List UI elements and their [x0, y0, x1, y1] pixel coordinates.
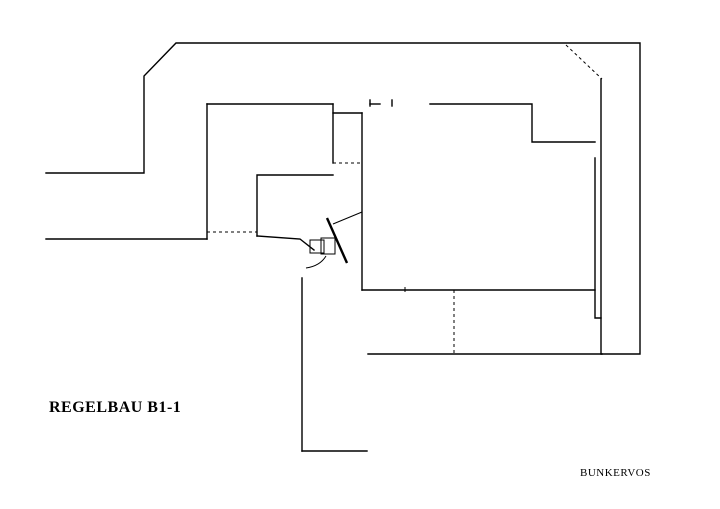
- top-passage: [369, 99, 596, 143]
- left-room: [206, 103, 363, 291]
- plan-title: REGELBAU B1-1: [49, 399, 182, 416]
- lower-right-room: [361, 287, 603, 355]
- source-credit: BUNKERVOS: [580, 467, 651, 479]
- inner-right-wall: [594, 78, 602, 355]
- embrasure-detail: [256, 211, 363, 269]
- outer-wall: [45, 42, 641, 355]
- lower-corridor: [301, 277, 368, 452]
